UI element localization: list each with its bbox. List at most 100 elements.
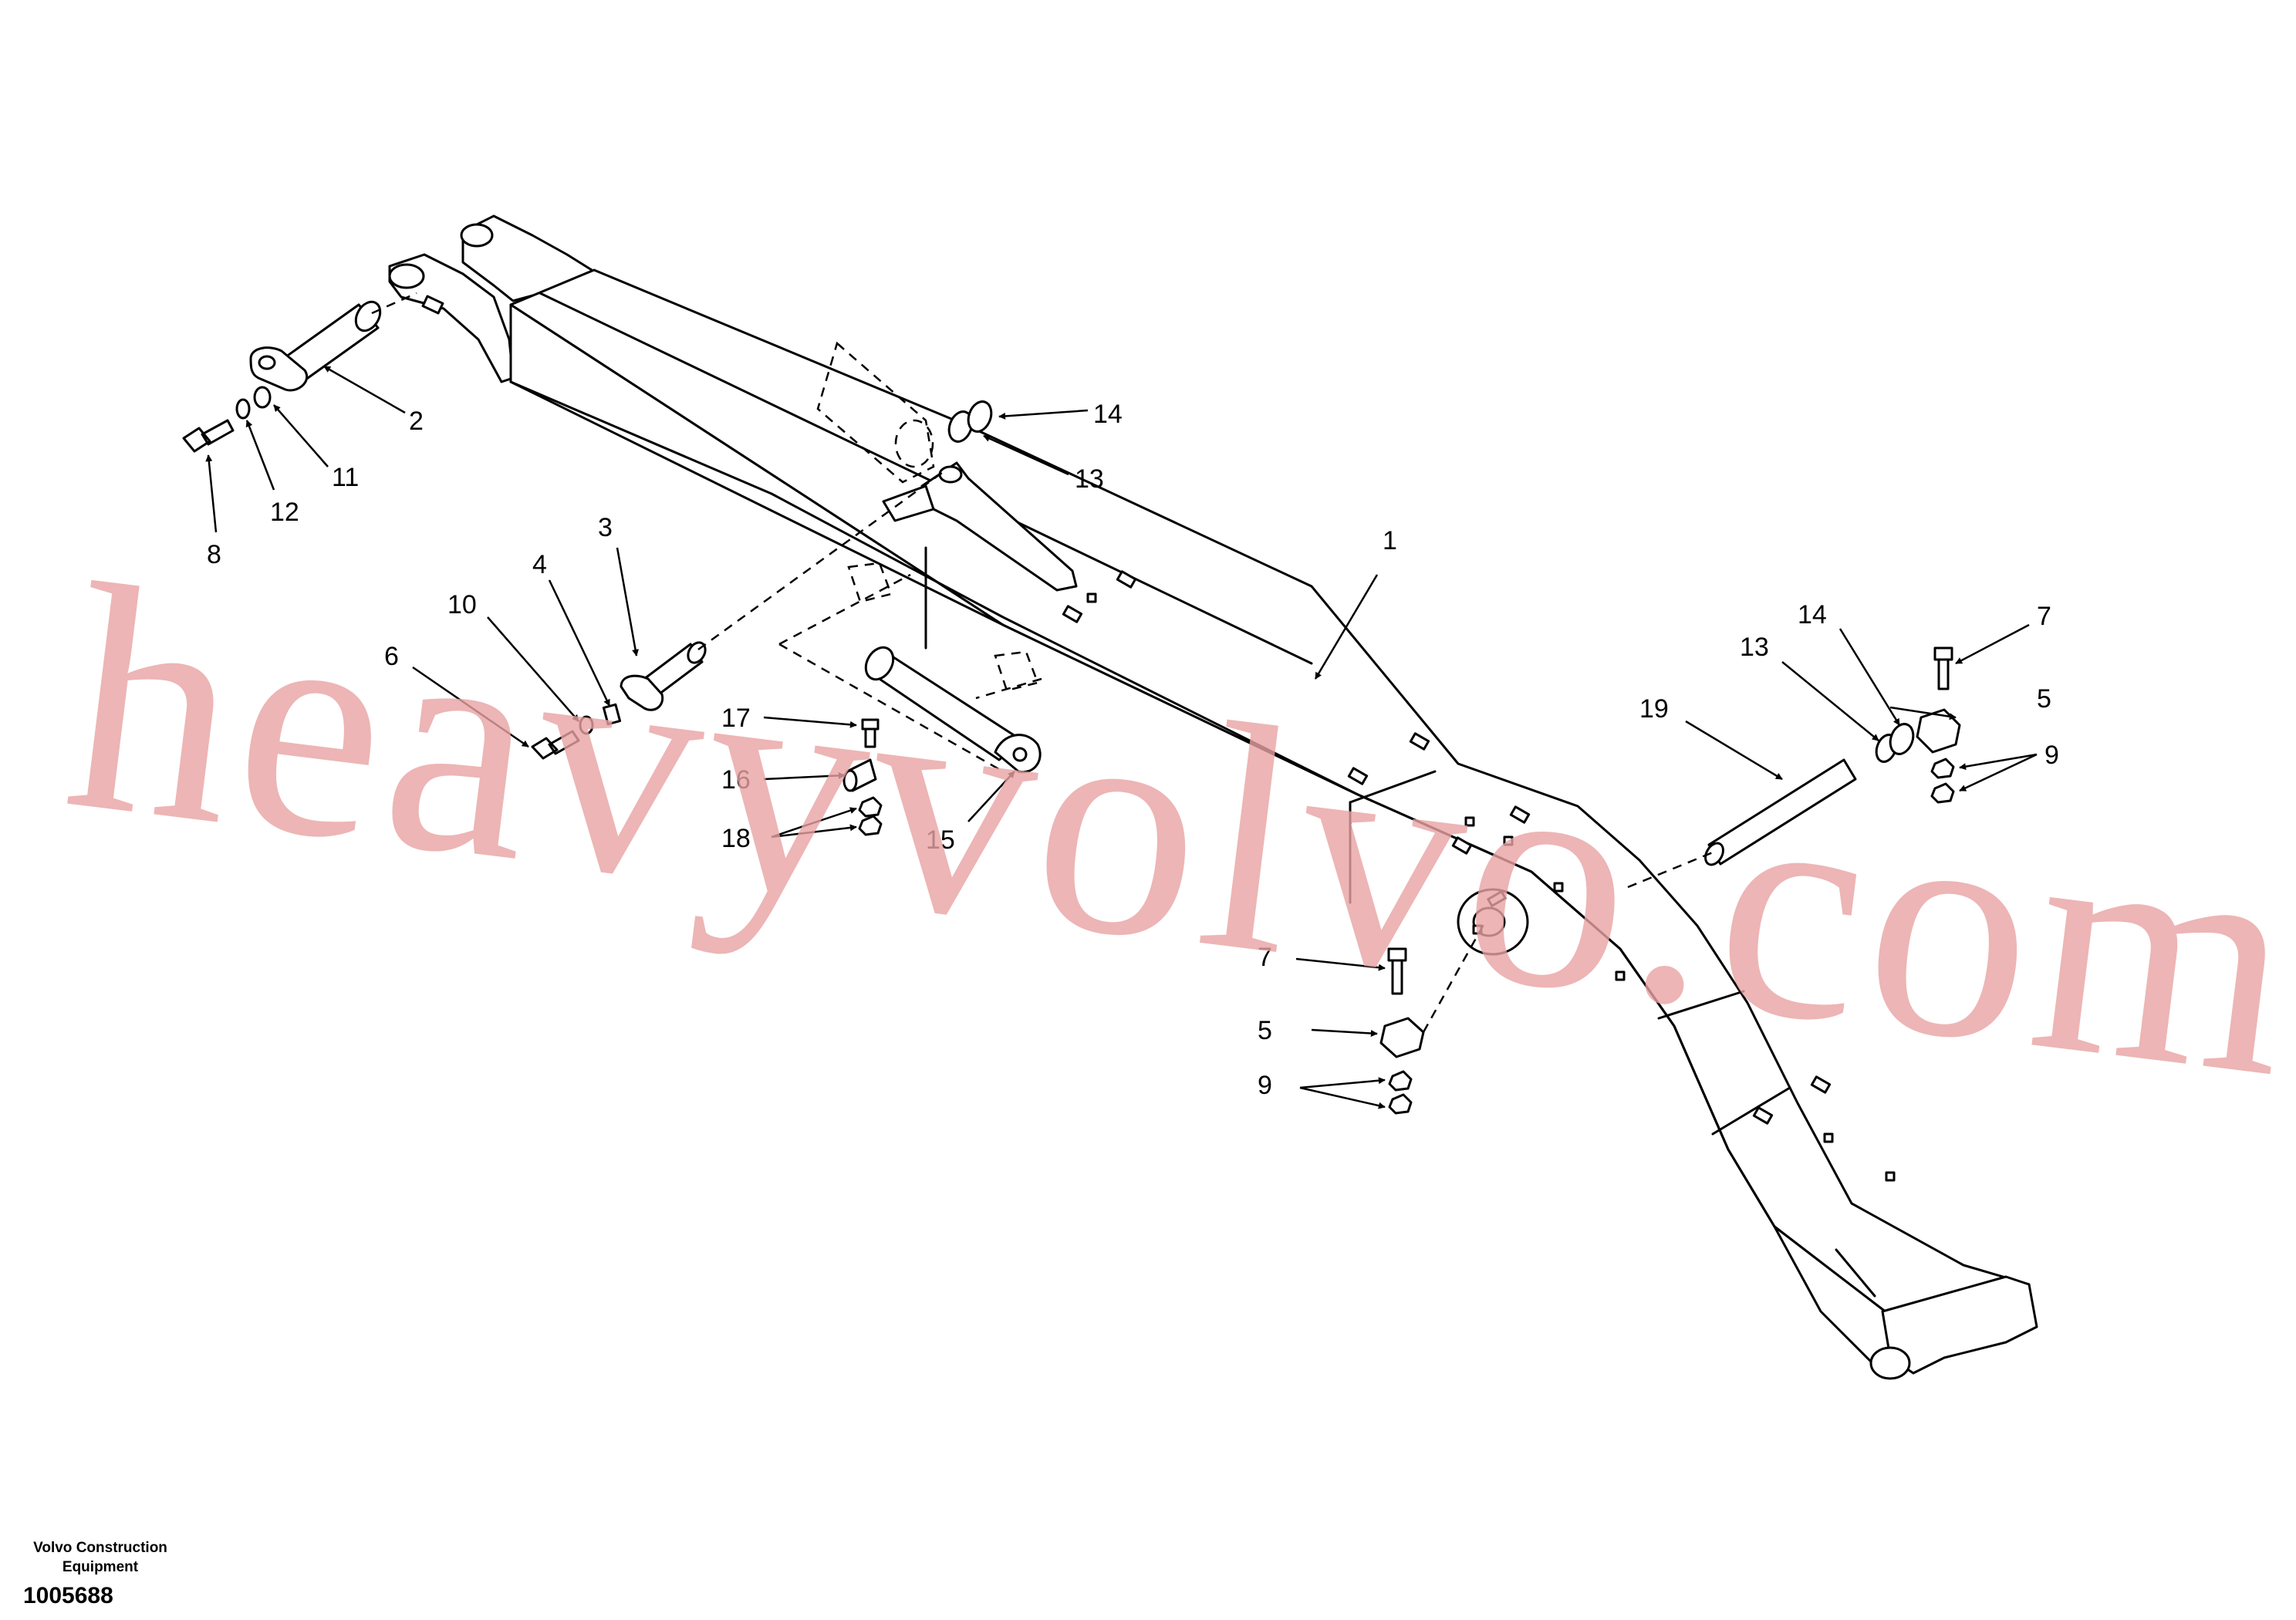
leader-5-lower	[1311, 1028, 1378, 1038]
boom-weld-seam-5	[1349, 770, 1437, 804]
leader-16	[763, 771, 846, 781]
hidden-line-b	[778, 643, 1004, 773]
alignment-pin-2	[371, 292, 417, 315]
leader-3	[616, 547, 640, 656]
pin-19-end	[1704, 842, 1724, 866]
callout-5-right: 5	[2037, 684, 2051, 714]
boom-weld-seam-3	[1657, 990, 1745, 1020]
hidden-upper-pin	[894, 419, 934, 468]
bushing-16-end	[842, 769, 858, 792]
leader-17	[763, 716, 857, 728]
leader-1	[1314, 574, 1379, 680]
callout-18: 18	[721, 824, 751, 853]
boom-top-edge-line	[539, 292, 1313, 665]
footer-company-line1: Volvo Construction	[33, 1540, 167, 1556]
callout-11: 11	[332, 463, 359, 492]
callout-14-upper: 14	[1093, 400, 1123, 429]
leader-5-right	[1889, 706, 1957, 721]
callout-9-lower: 9	[1258, 1071, 1272, 1100]
footer-company: Volvo Construction Equipment	[23, 1538, 177, 1577]
callout-5-lower: 5	[1258, 1016, 1272, 1045]
bolt-7-lower	[1387, 947, 1407, 995]
callout-14-right: 14	[1798, 600, 1827, 629]
washer-10	[579, 715, 594, 735]
washer-13-upper	[947, 410, 974, 443]
leader-7-lower	[1295, 957, 1386, 971]
pin-2-flange-hole	[258, 355, 276, 370]
callout-6: 6	[384, 642, 399, 671]
callout-9-right: 9	[2044, 741, 2059, 770]
boom-side-face	[509, 303, 1915, 1375]
leader-2	[323, 365, 406, 414]
callout-17: 17	[721, 704, 751, 733]
pin-15-lug-hole	[1012, 747, 1028, 762]
collar-5-right	[1916, 708, 1961, 754]
callout-19: 19	[1639, 694, 1669, 724]
callout-2: 2	[409, 407, 424, 436]
leader-10	[487, 616, 579, 722]
nut-9-right-a	[1930, 758, 1955, 779]
nut-9-right-b	[1930, 782, 1955, 804]
callout-13-right: 13	[1740, 633, 1769, 662]
cylinder-bracket-lug	[882, 484, 935, 522]
leader-lines	[205, 365, 2038, 1109]
boom-foot-hole-front	[388, 263, 425, 289]
boom-weld-seam-4	[1711, 1086, 1791, 1136]
nut-9-lower-b	[1388, 1093, 1413, 1115]
hidden-line-c	[975, 677, 1042, 700]
hidden-upper-link	[816, 341, 935, 484]
callout-13-upper: 13	[1075, 464, 1104, 494]
leader-9-right-a	[1959, 753, 2038, 771]
leader-9-lower-a	[1299, 1077, 1386, 1089]
callout-8: 8	[207, 540, 221, 569]
footer-document-number: 1005688	[23, 1583, 113, 1608]
hidden-cylinder-bracket-2	[994, 650, 1039, 692]
leader-13-right	[1781, 661, 1879, 741]
leader-11	[273, 404, 329, 467]
callout-10: 10	[447, 590, 477, 619]
nut-18-a	[858, 796, 883, 818]
bolt-6	[531, 730, 580, 760]
boom-lower-edge	[509, 380, 1004, 626]
callout-3: 3	[598, 513, 613, 542]
footer-company-line2: Equipment	[62, 1559, 139, 1575]
leader-18-b	[771, 824, 857, 839]
boom-foot-hole-rear	[460, 223, 494, 248]
collar-5-lower	[1379, 1017, 1425, 1058]
leader-13-upper	[983, 434, 1069, 476]
callout-7-lower: 7	[1258, 943, 1272, 972]
callout-4: 4	[532, 550, 547, 579]
arm-nose-hole	[1869, 1346, 1911, 1380]
cylinder-bracket	[920, 461, 1078, 592]
callout-15: 15	[926, 825, 955, 855]
nose-gusset-line	[1835, 1248, 1876, 1298]
leader-4	[548, 579, 611, 707]
washer-12	[235, 398, 251, 420]
leader-18-a	[771, 807, 857, 839]
nut-18-b	[858, 815, 883, 836]
washer-14-upper	[967, 400, 993, 433]
boom-foot-bracket-front	[388, 253, 515, 383]
leader-12	[245, 420, 275, 491]
foot-lock-plate	[421, 295, 444, 315]
callout-16: 16	[721, 765, 751, 795]
pin-2-end	[354, 300, 382, 332]
leader-9-right-b	[1959, 753, 2038, 792]
pin-15-end	[864, 646, 895, 681]
cylinder-bracket-hole	[938, 465, 963, 484]
bolt-8	[182, 419, 235, 453]
leader-8	[205, 454, 218, 533]
leader-9-lower-b	[1299, 1086, 1386, 1109]
boom-clips	[1062, 570, 1896, 1182]
boom-arm	[388, 214, 2038, 1380]
leader-7-right	[1955, 623, 2030, 665]
loose-parts	[182, 292, 1961, 1115]
callout-7-right: 7	[2037, 602, 2051, 631]
alignment-pin-3	[697, 469, 946, 651]
washer-14-right	[1889, 723, 1915, 755]
callout-1: 1	[1383, 526, 1397, 555]
leader-14-upper	[998, 409, 1089, 420]
leader-6	[412, 666, 529, 748]
hidden-cylinder-bracket-1	[847, 562, 893, 603]
